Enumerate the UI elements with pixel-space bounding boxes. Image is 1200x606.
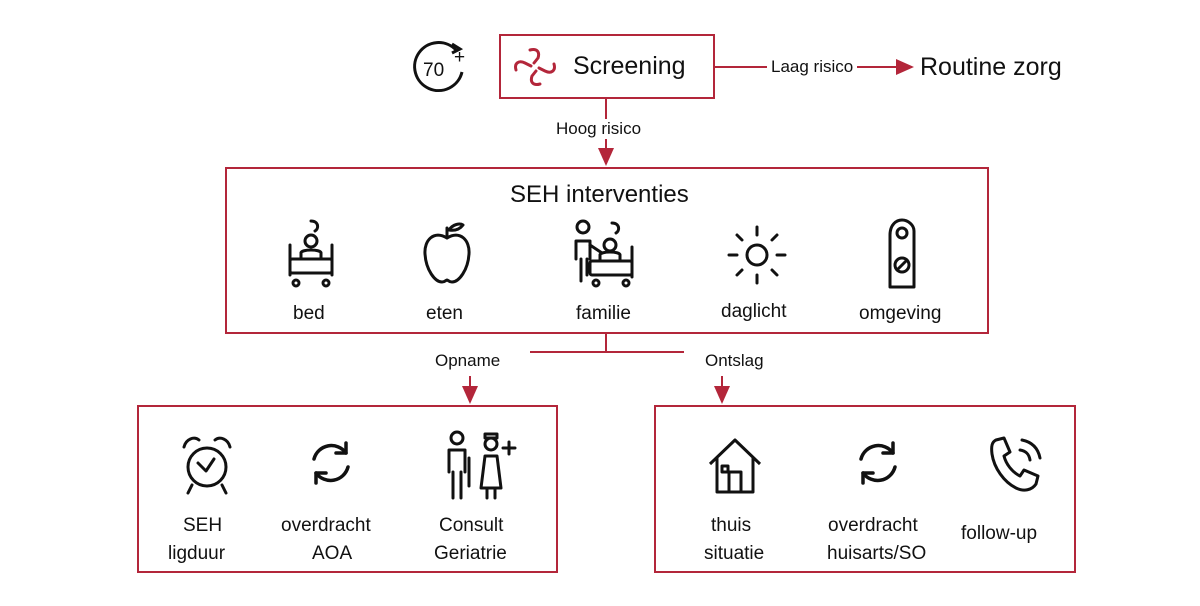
- hospital-bed-icon: [285, 215, 337, 296]
- ontslag-item-label-line2-1: huisarts/SO: [827, 543, 927, 564]
- apple-icon: [420, 220, 474, 291]
- ontslag-item-label-0-2: follow-up: [961, 523, 1038, 544]
- svg-text:70: 70: [423, 60, 444, 81]
- seh-interventions-box: SEH interventies: [225, 167, 989, 334]
- phone-icon: [986, 434, 1044, 501]
- screening-label: Screening: [573, 52, 686, 80]
- refresh-icon: [852, 437, 904, 494]
- opname-item-label-line1-0: SEH: [183, 515, 223, 536]
- door-hanger-icon: [882, 217, 922, 298]
- opname-item-label-line2-1: AOA: [312, 543, 353, 564]
- svg-text:+: +: [454, 47, 465, 68]
- alarm-clock-icon: [180, 433, 234, 502]
- opname-item-label-line2-0: ligduur: [168, 543, 226, 564]
- edge-label-low-risk: Laag risico: [767, 57, 858, 77]
- family-at-bed-icon: [572, 215, 636, 296]
- opname-item-label-line1-1: overdracht: [281, 515, 371, 536]
- routine-care-label: Routine zorg: [920, 53, 1062, 81]
- patient-nurse-icon: [443, 428, 523, 509]
- ontslag-item-label-line1-0: thuis: [711, 515, 752, 536]
- edge-label-high-risk: Hoog risico: [552, 119, 646, 139]
- seh-item-label-bed: bed: [293, 303, 325, 324]
- refresh-icon: [305, 437, 357, 494]
- cross-arrows-icon: [513, 47, 557, 92]
- ontslag-box: [654, 405, 1076, 573]
- seh-item-label-eten: eten: [426, 303, 463, 324]
- sun-icon: [726, 224, 788, 291]
- seh-item-label-daglicht: daglicht: [721, 301, 787, 322]
- edge-label-discharge: Ontslag: [701, 351, 768, 371]
- screening-box: Screening: [499, 34, 715, 99]
- ontslag-item-label-line1-1: overdracht: [828, 515, 918, 536]
- seh-item-label-omgeving: omgeving: [859, 303, 942, 324]
- seh-item-label-familie: familie: [576, 303, 631, 324]
- house-icon: [706, 436, 764, 501]
- age-70-plus-icon: 70 +: [412, 38, 474, 101]
- seh-title: SEH interventies: [510, 181, 689, 208]
- edge-label-admission: Opname: [431, 351, 505, 371]
- ontslag-item-label-line2-0: situatie: [704, 543, 765, 564]
- opname-item-label-line2-2: Geriatrie: [434, 543, 507, 564]
- opname-item-label-line1-2: Consult: [439, 515, 504, 536]
